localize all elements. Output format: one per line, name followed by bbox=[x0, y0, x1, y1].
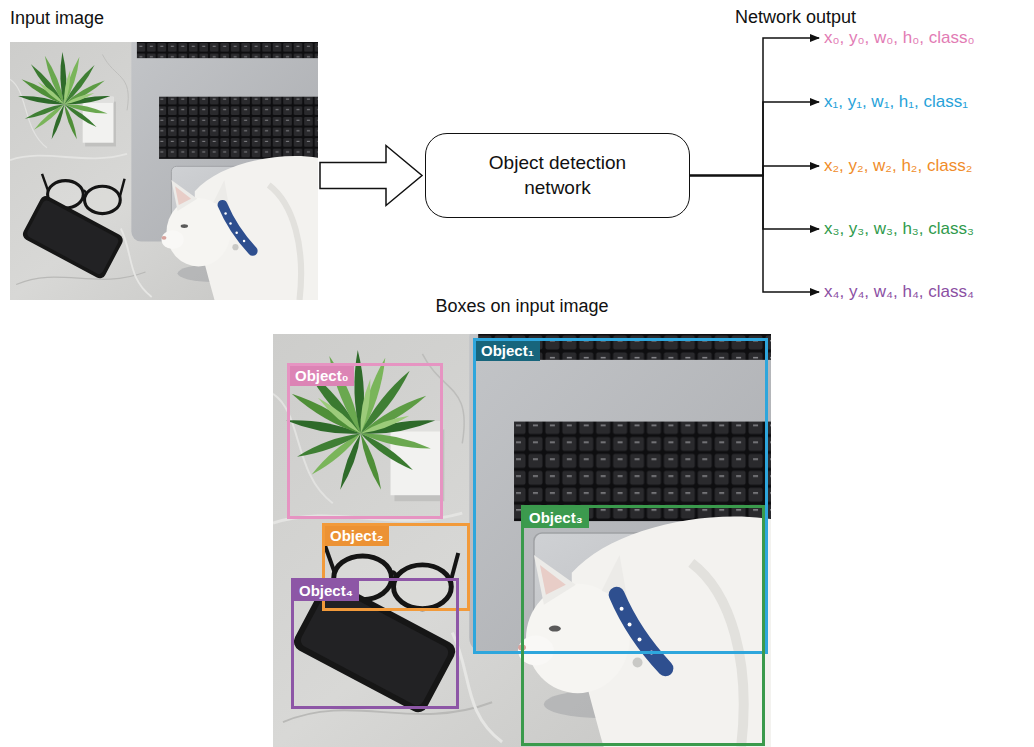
object-tag: Object₄ bbox=[294, 581, 359, 601]
output-vector: x₀, y₀, w₀, h₀, class₀ bbox=[824, 28, 975, 47]
bounding-box: Object₄ bbox=[291, 578, 459, 709]
connector-arrow bbox=[690, 166, 819, 176]
desk-scene bbox=[273, 334, 771, 747]
connector-arrow bbox=[690, 38, 819, 176]
connector-arrow bbox=[690, 176, 819, 293]
output-item: x₁, y₁, w₁, h₁, class₁ bbox=[822, 90, 970, 114]
output-vector: x₁, y₁, w₁, h₁, class₁ bbox=[824, 92, 968, 111]
connector-arrow bbox=[690, 176, 819, 230]
box-label: Object detection network bbox=[454, 151, 661, 200]
output-item: x₃, y₃, w₃, h₃, class₃ bbox=[822, 217, 976, 241]
object-tag: Object₁ bbox=[476, 341, 540, 361]
hollow-arrow bbox=[320, 146, 422, 206]
desk-scene bbox=[10, 42, 318, 300]
photo-illustration bbox=[10, 42, 318, 300]
output-vector: x₃, y₃, w₃, h₃, class₃ bbox=[824, 219, 974, 238]
photo-panel: Input image bbox=[10, 42, 318, 300]
bounding-box: Object₃ bbox=[521, 505, 765, 746]
object-tag: Object₂ bbox=[325, 526, 389, 546]
connector-arrow bbox=[690, 102, 819, 176]
output-item: x₂, y₂, w₂, h₂, class₂ bbox=[822, 154, 974, 178]
bounding-box: Object₀ bbox=[287, 363, 443, 519]
output-item: x₄, y₄, w₄, h₄, class₄ bbox=[822, 280, 976, 304]
output-item: x₀, y₀, w₀, h₀, class₀ bbox=[822, 26, 977, 50]
object-tag: Object₃ bbox=[524, 508, 589, 528]
output-vector: x₄, y₄, w₄, h₄, class₄ bbox=[824, 282, 974, 301]
output-vector: x₂, y₂, w₂, h₂, class₂ bbox=[824, 156, 972, 175]
section-label: Network output bbox=[735, 7, 856, 28]
object-tag: Object₀ bbox=[290, 366, 354, 386]
photo-panel: Boxes on input imageObject₀Object₁Object… bbox=[273, 334, 771, 747]
process-box: Object detection network bbox=[425, 133, 690, 218]
bounding-box: Object₁ bbox=[473, 338, 768, 654]
